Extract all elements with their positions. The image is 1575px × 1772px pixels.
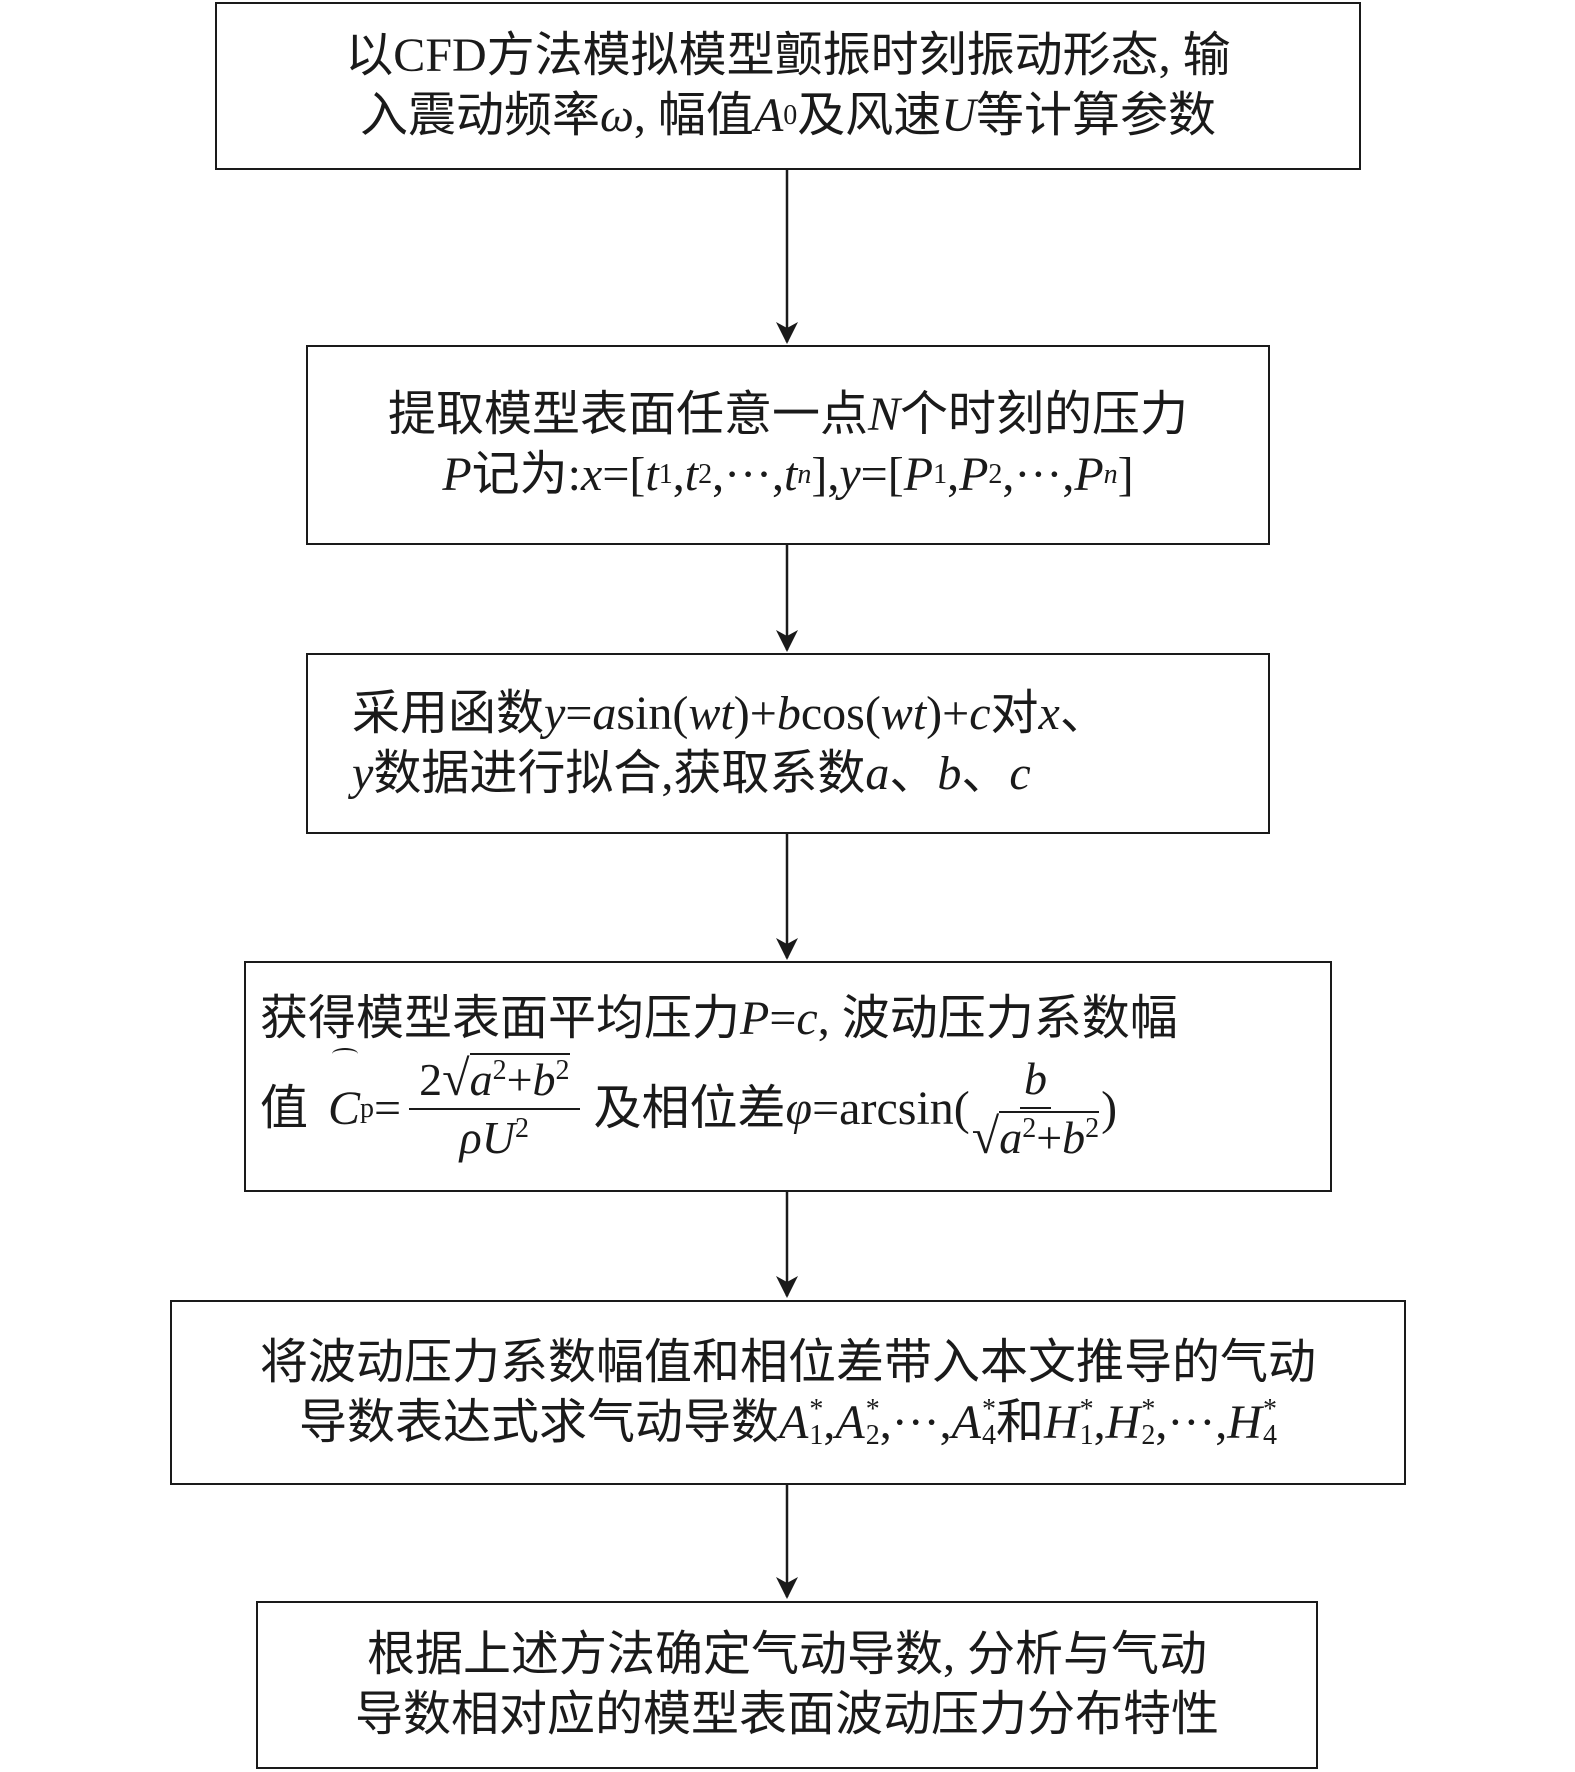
arrowhead-1 [776, 322, 798, 344]
cp-fraction: 2√a2+b2 ρU2 [409, 1053, 580, 1164]
step-1-line-1: 以CFD方法模拟模型颤振时刻振动形态, 输 [345, 29, 1231, 82]
arrowhead-5 [776, 1577, 798, 1599]
step-6-line-2: 导数相对应的模型表面波动压力分布特性 [354, 1688, 1219, 1741]
arrowhead-2 [776, 630, 798, 652]
step-6-line-1: 根据上述方法确定气动导数, 分析与气动 [366, 1628, 1207, 1681]
step-6-box: 根据上述方法确定气动导数, 分析与气动 导数相对应的模型表面波动压力分布特性 [256, 1601, 1318, 1769]
step-5-line-1: 将波动压力系数幅值和相位差带入本文推导的气动 [259, 1335, 1316, 1389]
phi-fraction: b √a2+b2 [971, 1053, 1100, 1164]
arrowhead-4 [776, 1276, 798, 1298]
arrowhead-3 [776, 938, 798, 960]
